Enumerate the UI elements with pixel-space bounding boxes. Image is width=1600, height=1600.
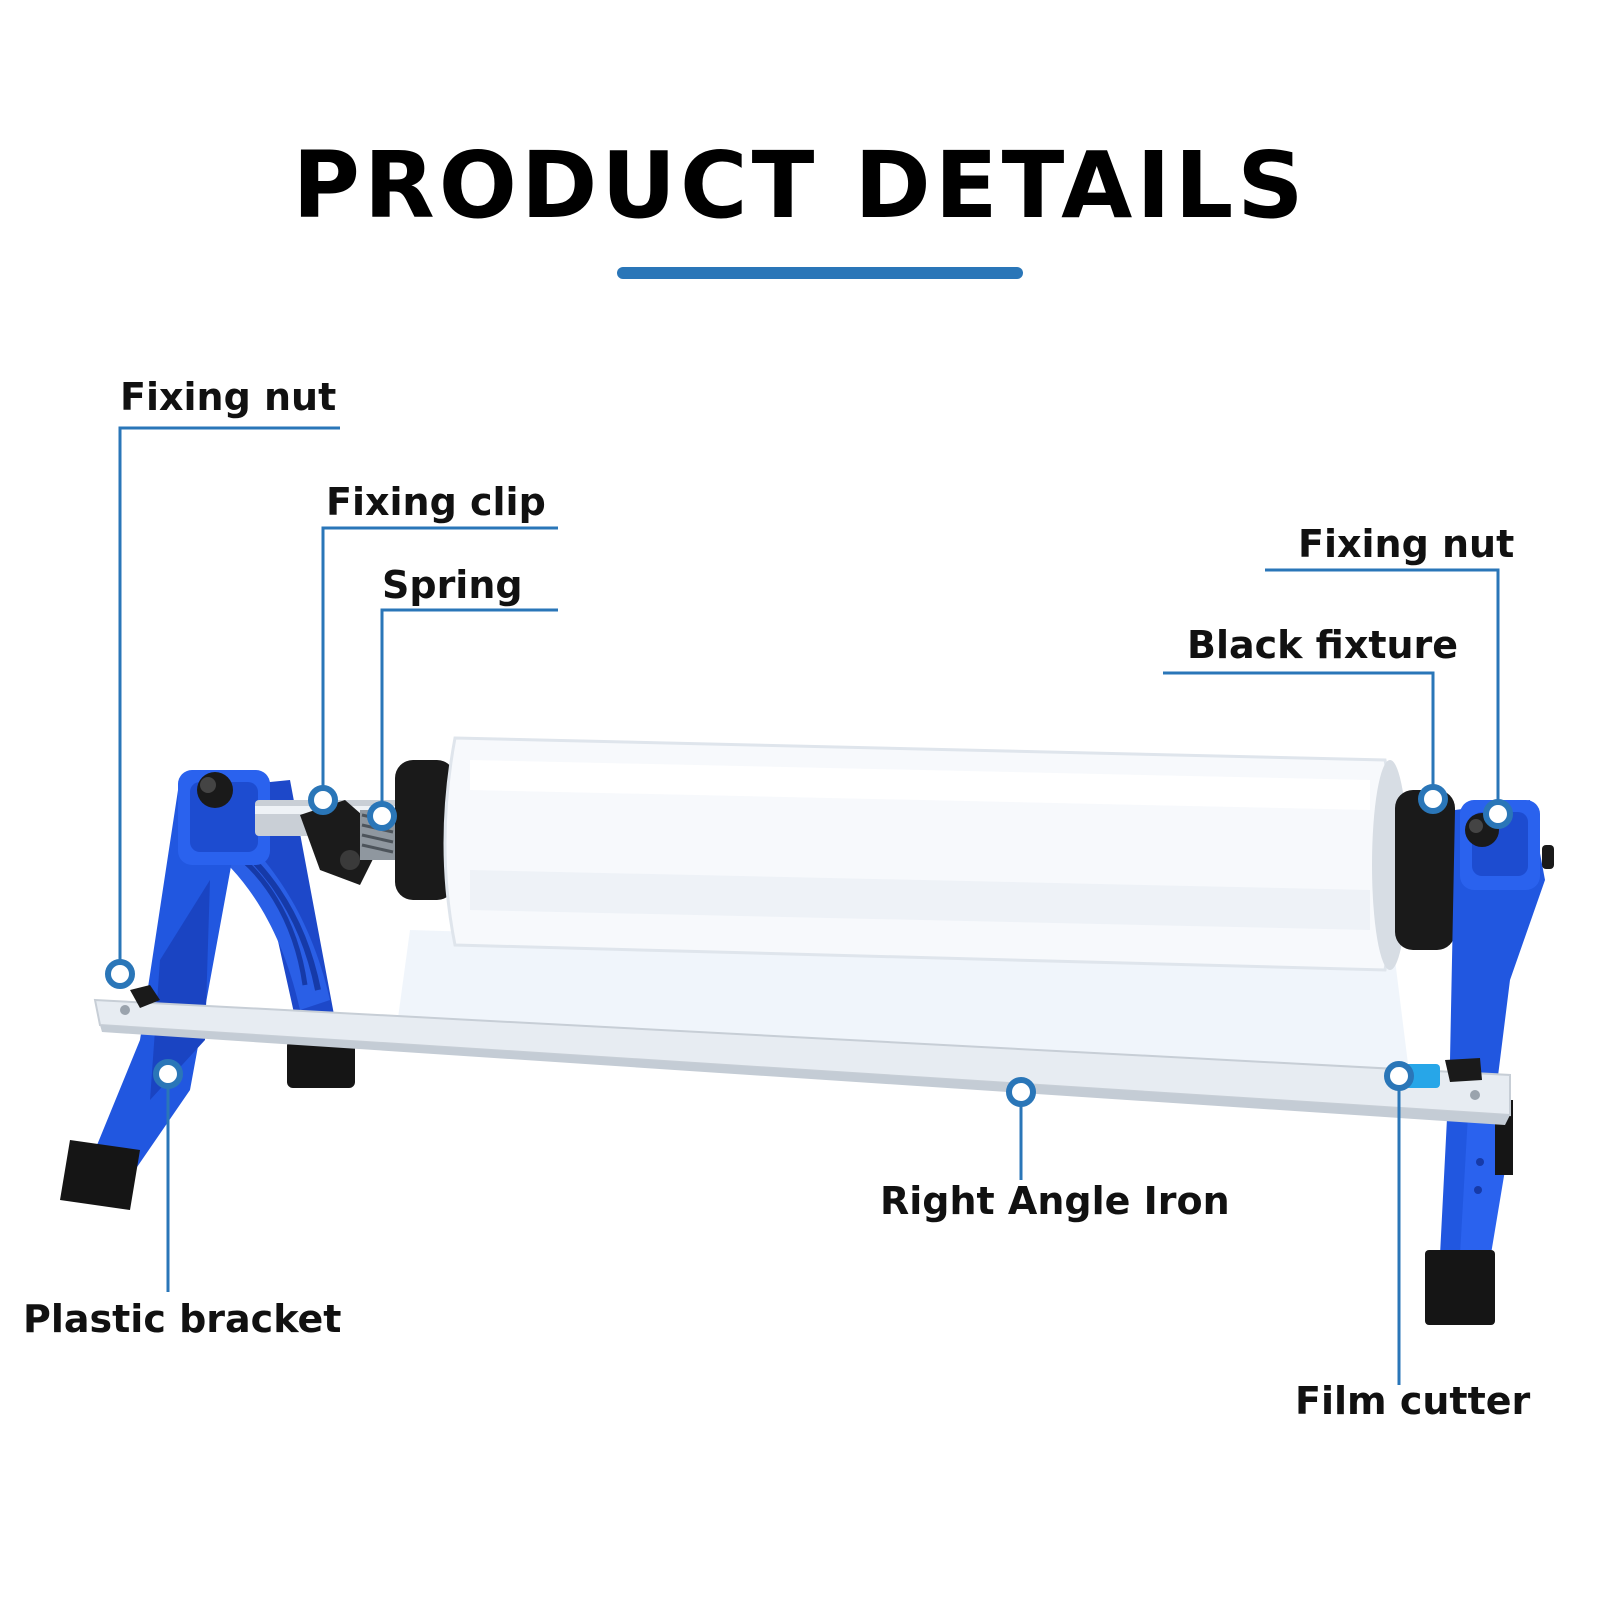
right-plastic-bracket — [1425, 800, 1554, 1325]
leader-lines — [118, 426, 1500, 1385]
marker-right-angle-iron — [1006, 1077, 1036, 1107]
label-right-angle-iron: Right Angle Iron — [880, 1179, 1230, 1223]
label-film-cutter: Film cutter — [1295, 1379, 1531, 1423]
label-fixing-nut-right: Fixing nut — [1298, 522, 1515, 566]
marker-film-cutter — [1384, 1061, 1414, 1091]
marker-fixing-nut-right — [1483, 799, 1513, 829]
right-angle-iron — [93, 985, 1511, 1125]
marker-spring — [367, 801, 397, 831]
marker-plastic-bracket — [153, 1059, 183, 1089]
label-spring: Spring — [382, 563, 523, 607]
label-fixing-clip: Fixing clip — [326, 480, 546, 524]
title-underline — [617, 267, 1023, 279]
label-black-fixture: Black fixture — [1187, 623, 1459, 667]
marker-fixing-nut-left — [105, 959, 135, 989]
marker-fixing-clip — [308, 785, 338, 815]
label-plastic-bracket: Plastic bracket — [23, 1297, 342, 1341]
marker-dots — [105, 784, 1513, 1107]
page-title: PRODUCT DETAILS — [292, 132, 1308, 239]
left-plastic-bracket — [60, 770, 355, 1210]
marker-black-fixture — [1418, 784, 1448, 814]
film-roll — [395, 736, 1455, 972]
label-fixing-nut-left: Fixing nut — [120, 375, 337, 419]
